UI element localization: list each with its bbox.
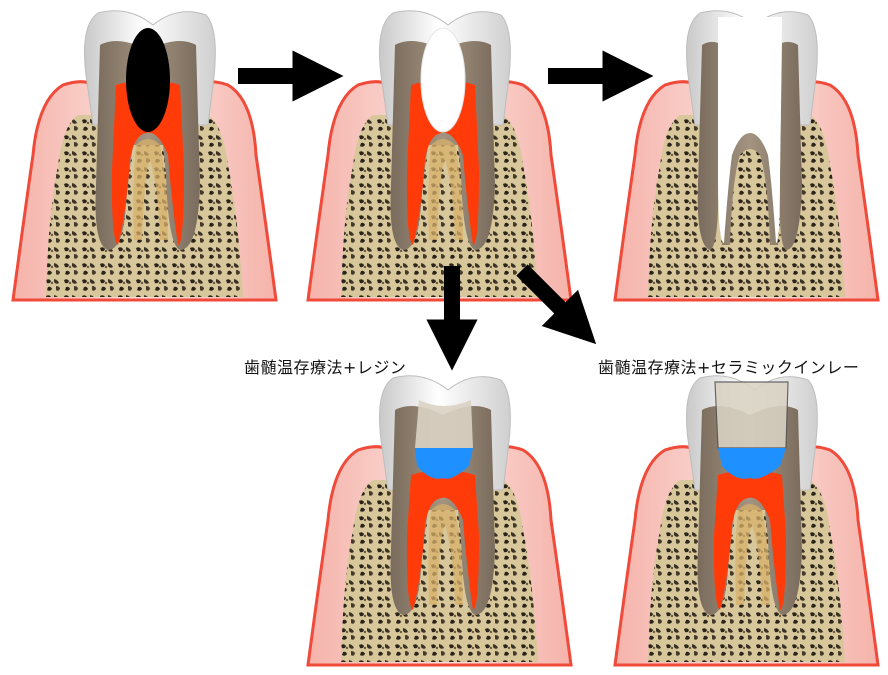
arrow-diagonal (516, 264, 597, 345)
caption-resin: 歯髄温存療法+レジン (244, 358, 407, 377)
decay-lesion (126, 28, 170, 132)
panel-root-canal-tooth (613, 10, 880, 302)
excavated-cavity (420, 27, 466, 133)
ceramic-inlay (714, 381, 789, 449)
panel-decayed-tooth (11, 10, 278, 302)
panel-inlay-tooth (613, 375, 880, 667)
pulp (111, 80, 184, 245)
caption-inlay: 歯髄温存療法+セラミックインレー (598, 358, 860, 377)
pulp-capping-layer (415, 448, 473, 479)
resin-restoration (415, 400, 473, 448)
pulp-capping-layer (718, 448, 786, 479)
panel-excavated-tooth (306, 10, 573, 302)
opened-canals (718, 17, 782, 243)
panel-resin-tooth (306, 375, 573, 667)
